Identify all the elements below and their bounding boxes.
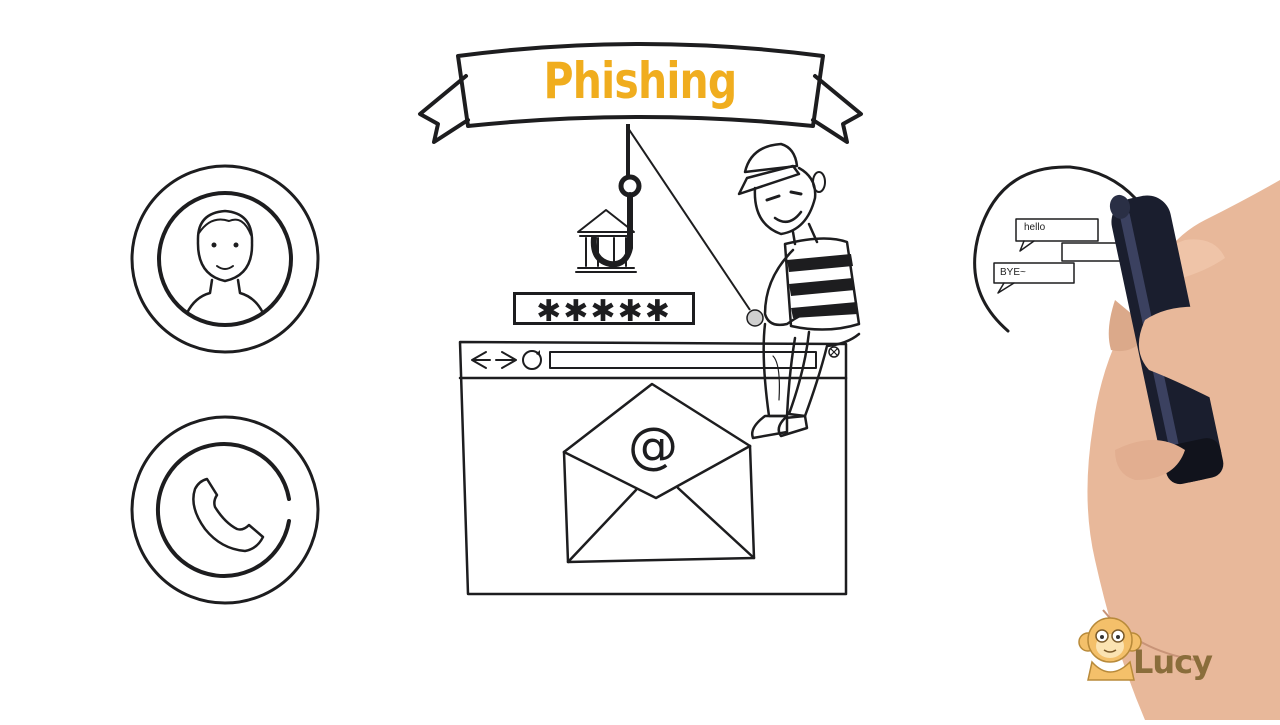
logo (1078, 614, 1150, 684)
refresh-icon (522, 350, 542, 370)
chat-bubble-hello: hello (1024, 222, 1046, 233)
drawing-hand (1075, 180, 1280, 720)
person-circle (125, 163, 325, 358)
monkey-logo (1078, 617, 1142, 681)
fishing-hook-icon (575, 124, 751, 311)
phone-icon (130, 415, 320, 605)
person-icon (130, 164, 320, 354)
back-arrow-icon (471, 351, 491, 369)
phone-circle (125, 413, 325, 608)
hook-area (570, 120, 790, 340)
ribbon-banner (418, 42, 863, 144)
email-envelope (560, 380, 760, 565)
bank-icon (575, 209, 637, 273)
envelope-at-symbol: @ (628, 417, 678, 475)
browser-window (456, 338, 851, 600)
hacker-figure (737, 142, 861, 440)
email-envelope-icon (562, 382, 756, 564)
forward-arrow-icon (495, 351, 517, 369)
logo-text: Lucy (1133, 643, 1213, 681)
hacker (735, 138, 870, 448)
hand-with-marker (1087, 180, 1280, 720)
password-field: ✱✱✱✱✱ (513, 292, 695, 329)
chat-circle (970, 163, 1150, 338)
banner (418, 38, 863, 144)
browser-window-icon (458, 340, 848, 596)
banner-title: Phishing (543, 52, 738, 110)
chat-bubble-bye: BYE~ (1000, 267, 1026, 278)
close-icon (828, 346, 840, 358)
chat-bubbles-icon (973, 165, 1138, 333)
